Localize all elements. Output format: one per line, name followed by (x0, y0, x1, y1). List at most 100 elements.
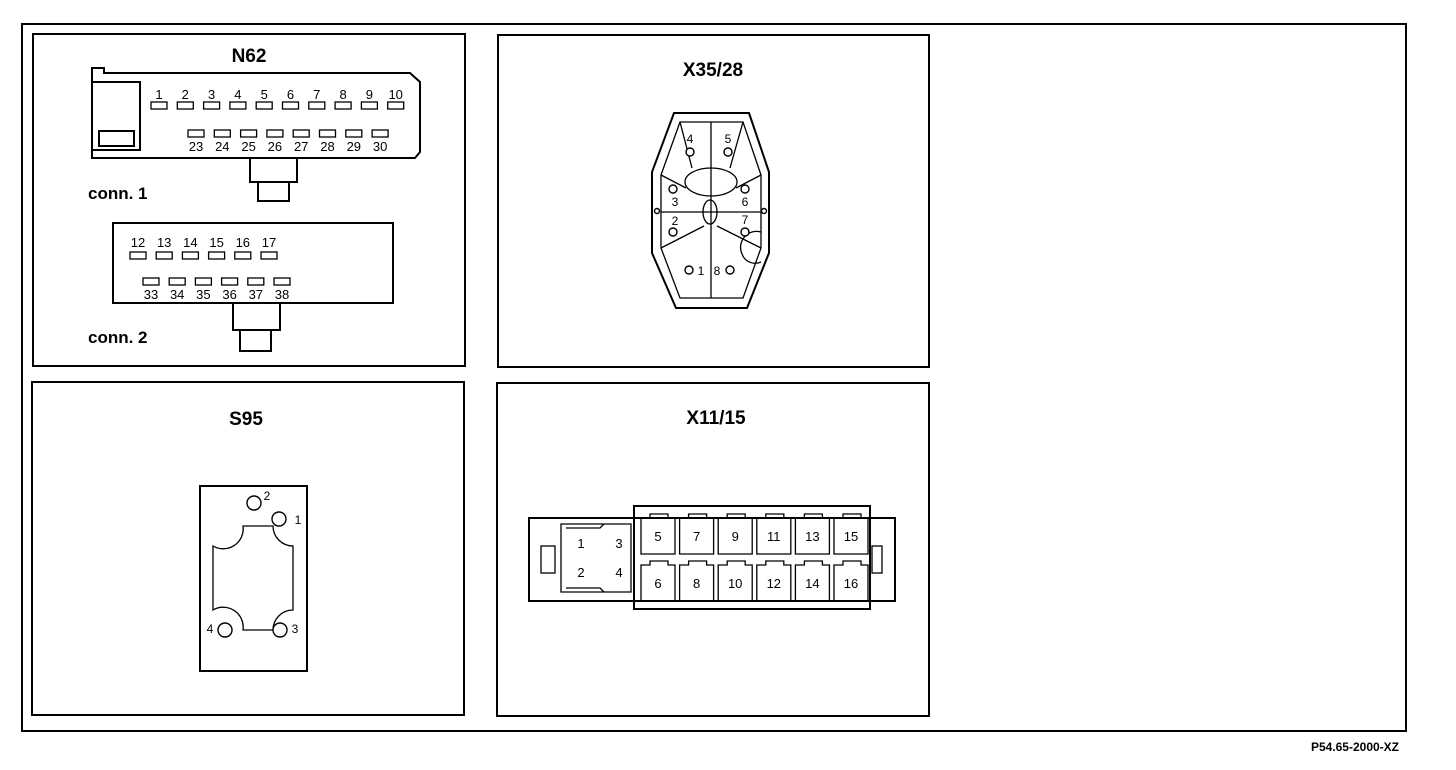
pin-label: 2 (182, 87, 189, 102)
terminal-cell (717, 560, 753, 602)
pin-label: 2 (577, 565, 584, 580)
terminal-cell (794, 513, 831, 555)
pin-contact (181, 251, 200, 260)
pin-label: 7 (742, 213, 749, 227)
pin-label: 4 (687, 132, 694, 146)
pin-label: 4 (234, 87, 241, 102)
n62-conn2-label: conn. 2 (88, 328, 148, 347)
pin-contact (292, 129, 310, 138)
pin-label: 3 (672, 195, 679, 209)
pin-label: 4 (615, 565, 622, 580)
pin-label: 36 (222, 287, 236, 302)
outer-frame (21, 23, 1407, 732)
pin-label: 34 (170, 287, 184, 302)
pin-label: 2 (264, 489, 271, 503)
pin-label: 4 (207, 622, 214, 636)
pin-label: 30 (373, 139, 387, 154)
pin-contact (273, 277, 291, 286)
pin-label: 12 (767, 576, 781, 591)
pin-label: 9 (366, 87, 373, 102)
pin-label: 6 (287, 87, 294, 102)
pin-label: 7 (693, 529, 700, 544)
pin-contact (155, 251, 173, 260)
pin-label: 9 (732, 529, 739, 544)
pin-label: 29 (347, 139, 361, 154)
pin-contact (371, 129, 389, 138)
pin-label: 12 (131, 235, 145, 250)
pin-label: 6 (654, 576, 661, 591)
terminal-cell (717, 513, 753, 555)
pin-label: 8 (693, 576, 700, 591)
pin-label: 24 (215, 139, 229, 154)
pin-label: 37 (249, 287, 263, 302)
pin-label: 38 (275, 287, 289, 302)
pin-contact (229, 101, 247, 110)
pin-label: 35 (196, 287, 210, 302)
pin-label: 17 (262, 235, 276, 250)
pin-label: 15 (209, 235, 223, 250)
terminal-cell (756, 560, 792, 602)
n62-conn1-label: conn. 1 (88, 184, 148, 203)
pin-label: 1 (155, 87, 162, 102)
pin-label: 8 (714, 264, 721, 278)
panel-s95-frame (31, 381, 465, 716)
pin-contact (150, 101, 168, 110)
pin-contact (220, 277, 239, 286)
panel-title-x35-28: X35/28 (683, 60, 743, 81)
panel-x11-15-frame (496, 382, 930, 717)
pin-label: 6 (742, 195, 749, 209)
pin-contact (266, 129, 284, 138)
pin-label: 1 (295, 513, 302, 527)
pin-contact (318, 129, 337, 138)
pin-label: 5 (261, 87, 268, 102)
terminal-cell (833, 560, 869, 602)
pin-contact (334, 101, 352, 110)
pin-label: 25 (241, 139, 255, 154)
pin-label: 10 (388, 87, 402, 102)
panel-title-n62: N62 (232, 46, 267, 67)
panel-title-s95: S95 (229, 409, 263, 430)
pin-label: 26 (268, 139, 282, 154)
pin-contact (176, 101, 194, 110)
pin-contact (281, 101, 300, 110)
terminal-cell (678, 513, 715, 555)
figure-reference: P54.65-2000-XZ (1311, 740, 1399, 754)
pin-label: 33 (144, 287, 158, 302)
pin-contact (308, 101, 326, 110)
pin-contact (360, 101, 379, 110)
pin-contact (194, 277, 213, 286)
pin-label: 15 (844, 529, 858, 544)
pin-label: 27 (294, 139, 308, 154)
pin-contact (202, 101, 221, 110)
pin-contact (239, 129, 258, 138)
pin-contact (234, 251, 252, 260)
pin-contact (213, 129, 231, 138)
pin-label: 23 (189, 139, 203, 154)
pin-label: 11 (767, 529, 781, 544)
pin-label: 16 (236, 235, 250, 250)
pin-contact (187, 129, 205, 138)
pin-label: 16 (844, 576, 858, 591)
pin-label: 3 (208, 87, 215, 102)
terminal-cell (794, 560, 831, 602)
pin-label: 2 (672, 214, 679, 228)
pin-label: 7 (313, 87, 320, 102)
pin-contact (207, 251, 226, 260)
pin-label: 1 (577, 536, 584, 551)
pin-label: 14 (805, 576, 819, 591)
pin-contact (168, 277, 186, 286)
pin-contact (255, 101, 273, 110)
terminal-cell (833, 513, 869, 555)
panel-title-x11-15: X11/15 (686, 408, 746, 429)
pin-label: 14 (183, 235, 197, 250)
pin-label: 3 (615, 536, 622, 551)
pin-label: 8 (339, 87, 346, 102)
terminal-cell (640, 560, 676, 602)
